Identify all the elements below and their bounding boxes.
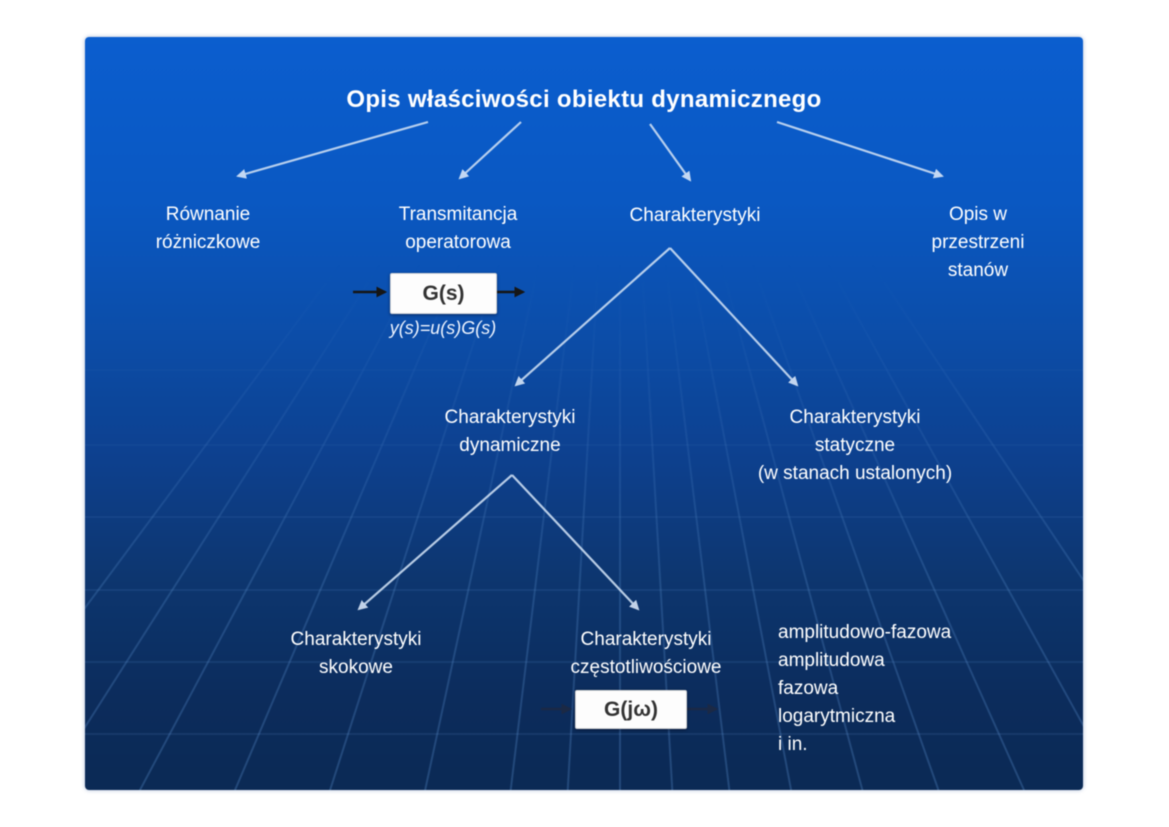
arrow-title-to-transmitancja [458, 121, 522, 180]
transfer-function-equation: y(s)=u(s)G(s) [389, 318, 497, 338]
gjw-frequency-function-box: G(jω) [575, 690, 687, 729]
gs-transfer-function-box: G(s) [390, 273, 497, 314]
list-item: amplitudowa [778, 650, 885, 671]
list-item: amplitudowo-fazowa [778, 622, 952, 643]
arrow-title-to-rownanie [236, 120, 429, 179]
slide: Opis właściwości obiektu dynamicznego Ró… [85, 37, 1083, 790]
node-rownanie-rozniczkowe: Równanie różniczkowe [155, 204, 261, 253]
title-branch-arrows [236, 120, 944, 182]
list-item: i in. [778, 734, 808, 755]
gjw-label: G(jω) [604, 697, 658, 721]
node-transmitancja-operatorowa: Transmitancja operatorowa [398, 204, 518, 253]
arrow-to-czestotliwosciowe [511, 474, 640, 611]
node-charakterystyki: Charakterystyki [629, 205, 761, 226]
slide-title: Opis właściwości obiektu dynamicznego [346, 86, 822, 113]
arrow-to-dynamiczne [514, 247, 671, 387]
list-item: fazowa [778, 678, 839, 699]
node-charakterystyki-dynamiczne: Charakterystyki dynamiczne [444, 407, 576, 456]
list-item: logarytmiczna [778, 706, 896, 727]
node-charakterystyki-czestotliwosciowe: Charakterystyki częstotliwościowe [570, 629, 722, 678]
arrow-title-to-charakterystyki [649, 123, 692, 182]
arrow-to-skokowe [357, 474, 513, 611]
arrow-to-statyczne [669, 247, 799, 387]
frequency-types-list: amplitudowo-fazowa amplitudowa fazowa lo… [778, 619, 951, 759]
node-opis-w-przestrzeni-stanow: Opis w przestrzeni stanów [931, 204, 1025, 281]
gs-label: G(s) [422, 281, 465, 305]
arrow-title-to-opis [776, 120, 944, 179]
node-charakterystyki-skokowe: Charakterystyki skokowe [290, 629, 422, 678]
node-charakterystyki-statyczne: Charakterystyki statyczne (w stanach ust… [757, 407, 953, 484]
